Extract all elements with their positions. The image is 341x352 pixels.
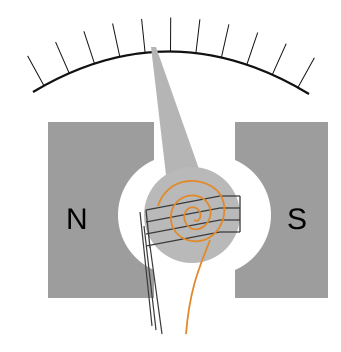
scale-tick (246, 32, 259, 65)
scale-tick (297, 57, 315, 88)
north-pole-label: N (66, 203, 88, 236)
scale-tick (271, 43, 287, 75)
scale-tick (83, 31, 95, 64)
scale-tick (27, 55, 45, 86)
coil-windings (145, 195, 241, 249)
south-magnet (235, 122, 328, 298)
meter-scale (27, 17, 315, 95)
scale-tick (195, 19, 201, 54)
scale-tick (112, 23, 121, 57)
hair-spring (157, 180, 226, 243)
scale-tick (220, 24, 230, 58)
scale-arc (32, 50, 310, 95)
pointer-needle (151, 47, 205, 192)
spring-tail (185, 239, 211, 335)
scale-ticks (27, 17, 315, 88)
scale-tick (141, 18, 146, 53)
scale-tick (55, 41, 70, 74)
south-pole-label: S (287, 203, 307, 236)
north-magnet (48, 122, 154, 298)
lead-wires (139, 211, 163, 335)
